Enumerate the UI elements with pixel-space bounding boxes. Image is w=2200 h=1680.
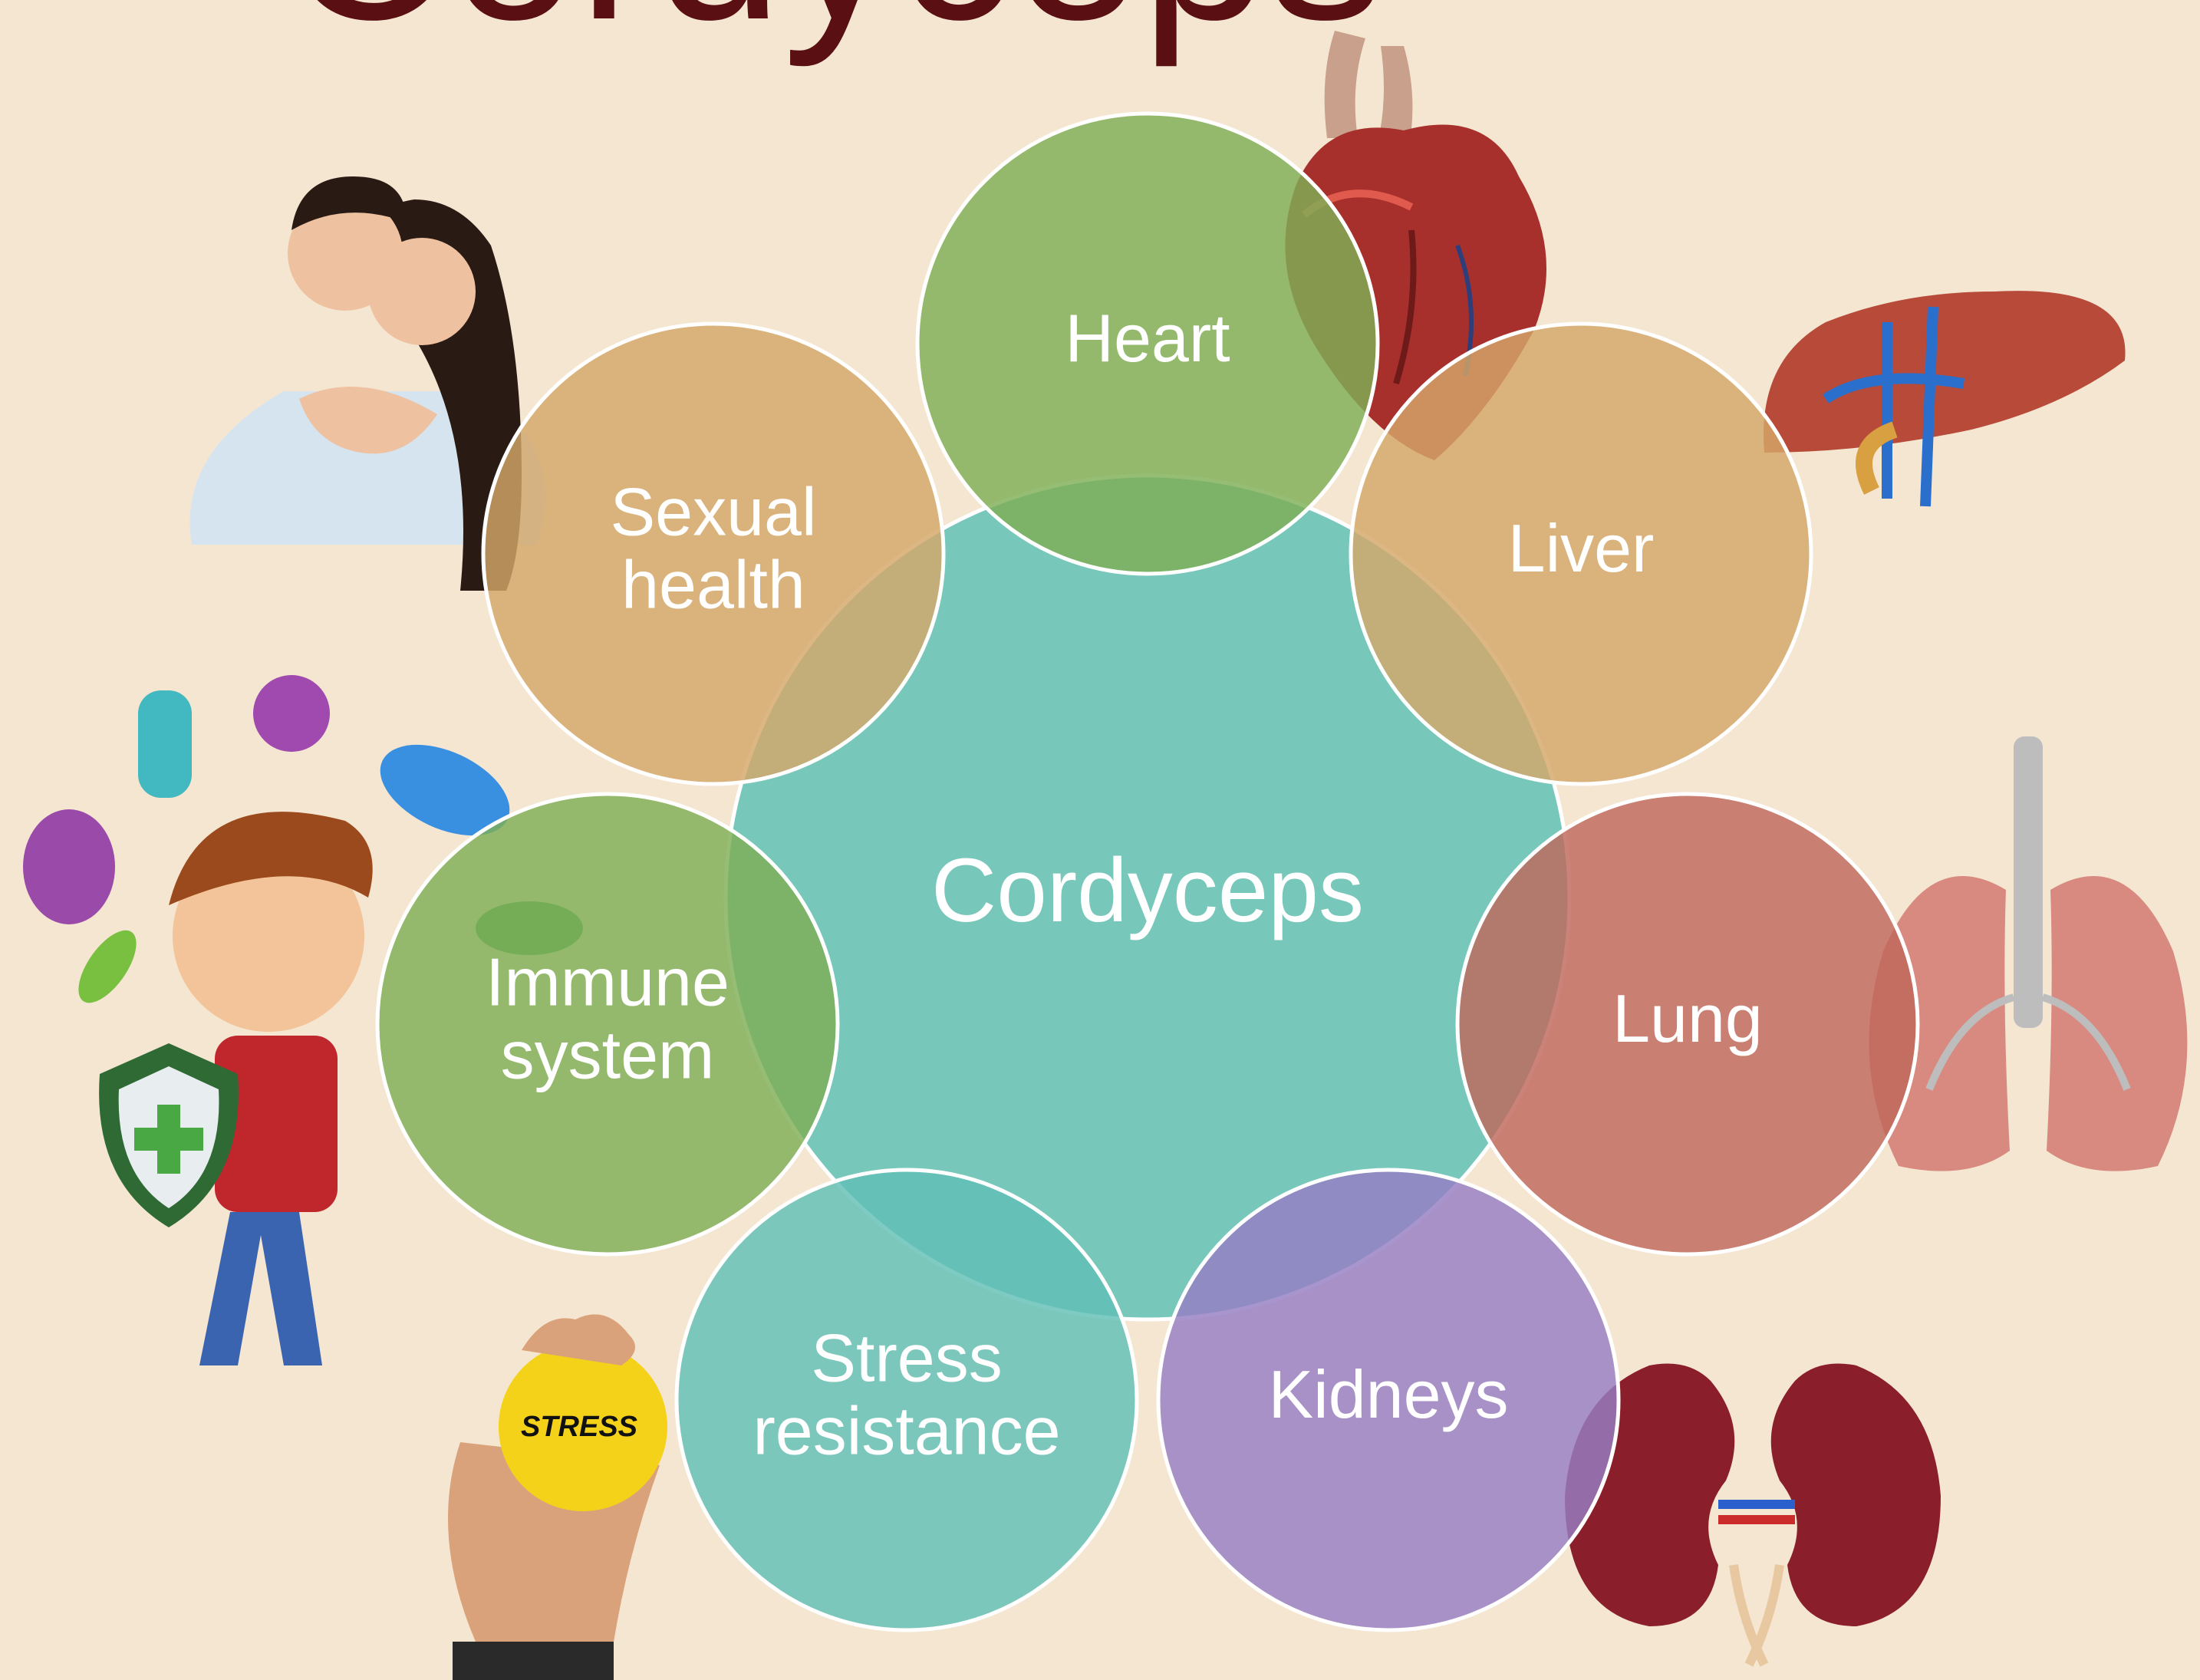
lungs-illustration xyxy=(1869,736,2188,1171)
liver-illustration xyxy=(1764,291,2126,506)
lung-label: Lung xyxy=(1612,980,1763,1056)
heart-label: Heart xyxy=(1065,300,1230,376)
kidneys-illustration xyxy=(1565,1364,1941,1665)
stress-ball-illustration: STRESS xyxy=(448,1314,667,1680)
stress-ball-text: STRESS xyxy=(521,1411,637,1443)
cordyceps-center-label: Cordyceps xyxy=(931,840,1364,941)
kidneys-label: Kidneys xyxy=(1268,1356,1508,1432)
liver-label: Liver xyxy=(1508,510,1655,586)
